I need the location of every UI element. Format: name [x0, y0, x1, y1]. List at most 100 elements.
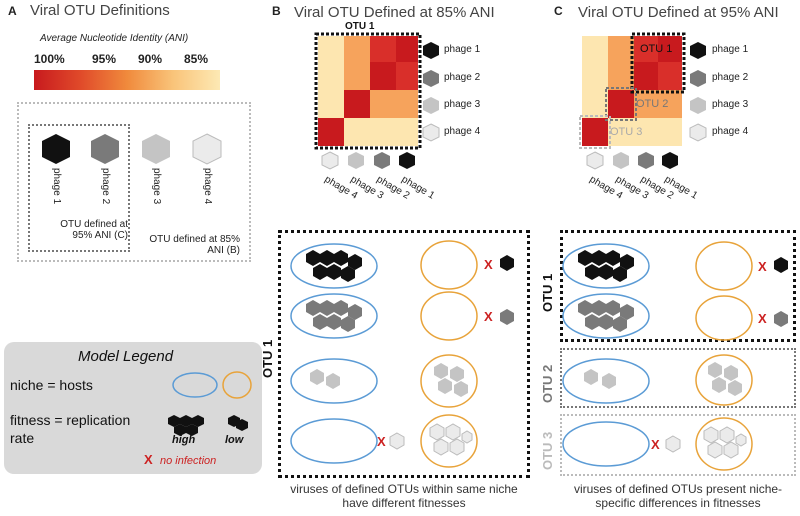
b-otu1-frame [314, 32, 422, 150]
c-cell-2-3 [658, 90, 682, 118]
phage-1-icon [42, 134, 70, 164]
c-cell-1-3 [658, 62, 682, 90]
c-row4-blue-host [562, 421, 650, 467]
c-cell-3-0 [582, 118, 608, 146]
b-row4-blue-host [290, 418, 378, 464]
c-otu3-frame [579, 115, 611, 149]
c-right-phage-2-icon [690, 70, 706, 87]
legend-no-infection: no infection [160, 455, 217, 467]
otu-95-box [28, 124, 130, 252]
c-row3-orange-host [695, 354, 753, 406]
c-row1-blue-host [562, 243, 650, 289]
c-otu1-frame [630, 32, 686, 94]
c-row2-x-mark: X [758, 311, 767, 326]
ani-tick-90: 90% [138, 52, 163, 66]
c-row1-orange-host [695, 241, 753, 291]
c-cell-1-2 [634, 62, 658, 90]
b-cell-3-2 [370, 118, 396, 146]
b-cell-2-0 [318, 90, 344, 118]
panel-a-phage-icons [42, 133, 222, 165]
b-bottom-phage-2-icon [374, 152, 390, 169]
b-row1-x-mark: X [484, 257, 493, 272]
b-row2-orange-host [420, 291, 478, 341]
b-row4-orange-host [420, 414, 478, 468]
b-cell-0-1 [344, 36, 370, 62]
c-cell-1-1 [608, 62, 634, 90]
c-cell-3-1 [608, 118, 634, 146]
phage-definitions-box [17, 102, 251, 262]
b-right-phage-4-label: phage 4 [444, 126, 481, 137]
b-cell-0-2 [370, 36, 396, 62]
b-row1-orange-host [420, 240, 478, 290]
legend-orange-host [222, 371, 252, 399]
c-row2-blue-host [562, 293, 650, 339]
b-cell-1-2 [370, 62, 396, 90]
c-right-phage-3-icon [690, 97, 706, 114]
b-row2-x-mark: X [484, 309, 493, 324]
b-otu1-niche-box [278, 230, 530, 478]
panel-b-title: Viral OTU Defined at 85% ANI [294, 4, 495, 21]
c-row2-excluded-phage-icon [774, 311, 788, 327]
c-otu2-frame [605, 87, 637, 121]
c-right-phage-1-icon [690, 42, 706, 59]
c-right-phage-4-icon [689, 123, 707, 142]
panel-c-title: Viral OTU Defined at 95% ANI [578, 4, 779, 21]
b-cell-3-3 [396, 118, 418, 146]
c-row1-excluded-phage-icon [774, 257, 788, 273]
b-cell-2-1 [344, 90, 370, 118]
c-otu3-label: OTU 3 [610, 126, 643, 138]
c-right-phage-4-label: phage 4 [712, 126, 749, 137]
b-row4-excluded-phage-icon [389, 432, 405, 450]
c-row4-orange-host [695, 417, 753, 471]
panel-a-title: Viral OTU Definitions [30, 2, 170, 19]
c-cell-3-2 [634, 118, 658, 146]
c-right-phage-3-label: phage 3 [712, 99, 749, 110]
legend-shapes [168, 371, 252, 436]
c-right-phage-1-label: phage 1 [712, 44, 749, 55]
b-right-phage-3-icon [423, 97, 439, 114]
b-row2-grey-phage-cluster [306, 300, 362, 332]
b-right-phage-3-label: phage 3 [444, 99, 481, 110]
b-row1-black-phage-cluster [306, 250, 362, 282]
c-right-phage-2-label: phage 2 [712, 72, 749, 83]
legend-fitness: fitness = replication rate [10, 412, 131, 446]
legend-niche: niche = hosts [10, 377, 93, 393]
b-right-phage-2-icon [423, 70, 439, 87]
panel-c-letter: C [554, 4, 563, 18]
b-row1-blue-host [290, 243, 378, 289]
c-cell-2-2 [634, 90, 658, 118]
b-cell-3-0 [318, 118, 344, 146]
b-row4-x-mark: X [377, 434, 386, 449]
ani-tick-95: 95% [92, 52, 117, 66]
ani-tick-85: 85% [184, 52, 209, 66]
panel-a-letter: A [8, 4, 17, 18]
b-cell-0-3 [396, 36, 418, 62]
b-row2-excluded-phage-icon [500, 309, 514, 325]
legend-high-fitness-cluster [168, 415, 204, 436]
legend-blue-host [172, 372, 218, 398]
b-cell-1-3 [396, 62, 418, 90]
b-cell-2-2 [370, 90, 396, 118]
c-cell-0-3 [658, 36, 682, 62]
b-row4-lightest-phage-cluster [429, 423, 473, 456]
c-row1-black-phage-cluster [578, 250, 634, 282]
phage-4-icon [192, 133, 222, 165]
c-cell-2-0 [582, 90, 608, 118]
b-row3-light-phage-pair [310, 369, 340, 389]
phage-3-icon [142, 134, 170, 164]
model-legend [4, 342, 262, 474]
c-otu1-label: OTU 1 [640, 43, 673, 55]
b-row3-orange-host [420, 354, 478, 408]
c-cell-0-2 [634, 36, 658, 62]
c-row4-x-mark: X [651, 437, 660, 452]
c-row2-grey-phage-cluster [578, 300, 634, 332]
ani-gradient-bar [34, 70, 220, 90]
c-row3-light-phage-pair [584, 369, 616, 389]
c-otu1-niche-box [560, 230, 796, 342]
legend-title: Model Legend [78, 348, 174, 365]
b-row3-blue-host [290, 358, 378, 404]
panel-b-caption: viruses of defined OTUs within same nich… [290, 482, 518, 510]
b-right-phage-4-icon [422, 123, 440, 142]
